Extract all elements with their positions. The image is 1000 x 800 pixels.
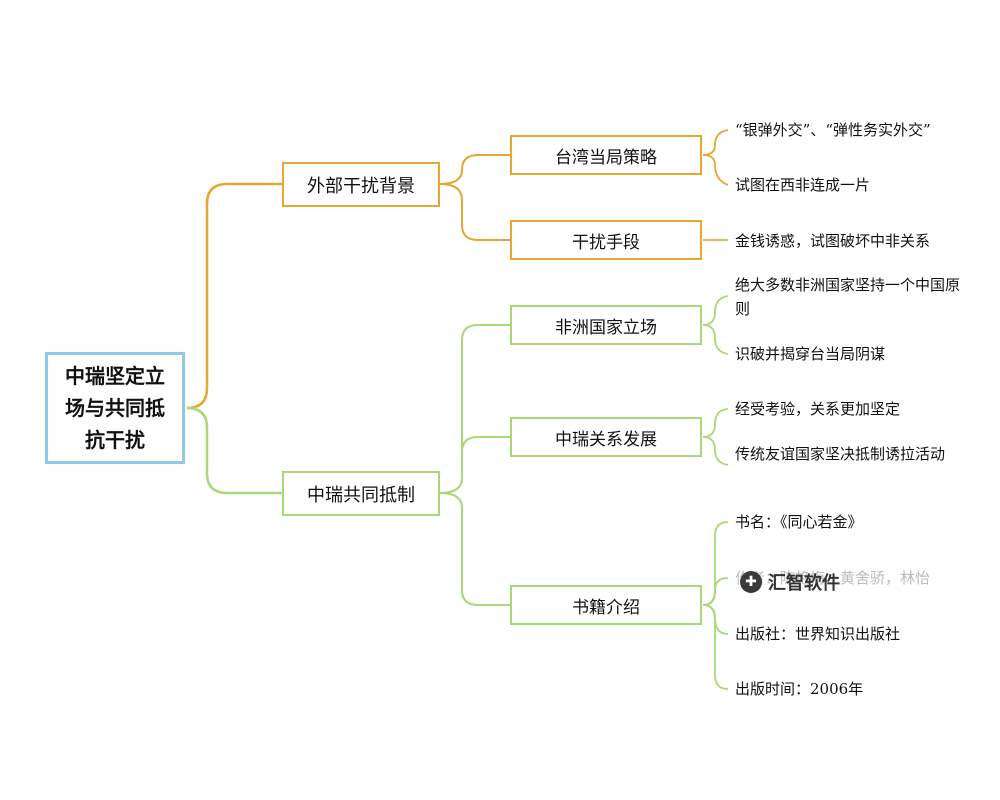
watermark: ✚ 汇智软件 bbox=[740, 569, 840, 595]
node-label: 中瑞关系发展 bbox=[555, 429, 657, 450]
connector-bottom-1 bbox=[439, 324, 510, 494]
branch-label: 中瑞共同抵制 bbox=[307, 484, 415, 506]
watermark-text: 汇智软件 bbox=[768, 573, 840, 594]
leaf-text: 识破并揭穿台当局阴谋 bbox=[735, 345, 886, 363]
leaf-text: “银弹外交”、“弹性务实外交” bbox=[735, 121, 931, 139]
connector-root-bottom bbox=[186, 406, 282, 495]
node-label: 书籍介绍 bbox=[572, 597, 640, 618]
connector-bottom-3 bbox=[439, 492, 510, 606]
connector-top-2 bbox=[439, 183, 510, 241]
connector-leaf-d bbox=[702, 295, 729, 326]
connector-leaf-e bbox=[702, 324, 729, 355]
leaf-text: 书名：《同心若金》 bbox=[735, 513, 863, 531]
branch-joint-resistance[interactable]: 中瑞共同抵制 bbox=[282, 471, 440, 516]
connector-bottom-2 bbox=[439, 436, 510, 494]
leaf-text: 绝大多数非洲国家坚持一个中国原则 bbox=[735, 276, 961, 318]
connector-leaf-g bbox=[702, 436, 729, 466]
branch-external-interference[interactable]: 外部干扰背景 bbox=[282, 162, 440, 207]
node-label: 非洲国家立场 bbox=[555, 317, 657, 338]
node-taiwan-strategy[interactable]: 台湾当局策略 bbox=[510, 135, 702, 175]
node-relations-development[interactable]: 中瑞关系发展 bbox=[510, 417, 702, 457]
leaf-text: 出版社：世界知识出版社 bbox=[735, 625, 901, 643]
connector-leaf-b bbox=[702, 154, 729, 186]
connector-leaf-f bbox=[702, 408, 729, 438]
node-interference-means[interactable]: 干扰手段 bbox=[510, 220, 702, 260]
connector-root-top bbox=[186, 182, 282, 410]
root-node[interactable]: 中瑞坚定立场与共同抵抗干扰 bbox=[45, 352, 185, 464]
leaf-text: 出版时间：2006年 bbox=[735, 680, 864, 698]
node-african-stance[interactable]: 非洲国家立场 bbox=[510, 305, 702, 345]
gamepad-icon: ✚ bbox=[740, 571, 762, 593]
node-label: 台湾当局策略 bbox=[555, 147, 657, 168]
connector-leaf-a bbox=[702, 129, 729, 156]
connector-leaf-i bbox=[702, 577, 729, 606]
leaf-text: 经受考验，关系更加坚定 bbox=[735, 400, 901, 418]
node-label: 干扰手段 bbox=[572, 232, 640, 253]
node-book-intro[interactable]: 书籍介绍 bbox=[510, 585, 702, 625]
connector-top-1 bbox=[439, 154, 510, 185]
leaf-text: 传统友谊国家坚决抵制诱拉活动 bbox=[735, 445, 946, 463]
branch-label: 外部干扰背景 bbox=[307, 175, 415, 197]
leaf-text: 作者：陈艳梅、黄舍骄，林怡 bbox=[735, 569, 931, 587]
root-label: 中瑞坚定立场与共同抵抗干扰 bbox=[65, 364, 165, 452]
connector-leaf-k bbox=[702, 604, 729, 690]
leaf-text: 金钱诱惑，试图破坏中非关系 bbox=[735, 232, 931, 250]
leaf-text: 试图在西非连成一片 bbox=[735, 176, 871, 194]
